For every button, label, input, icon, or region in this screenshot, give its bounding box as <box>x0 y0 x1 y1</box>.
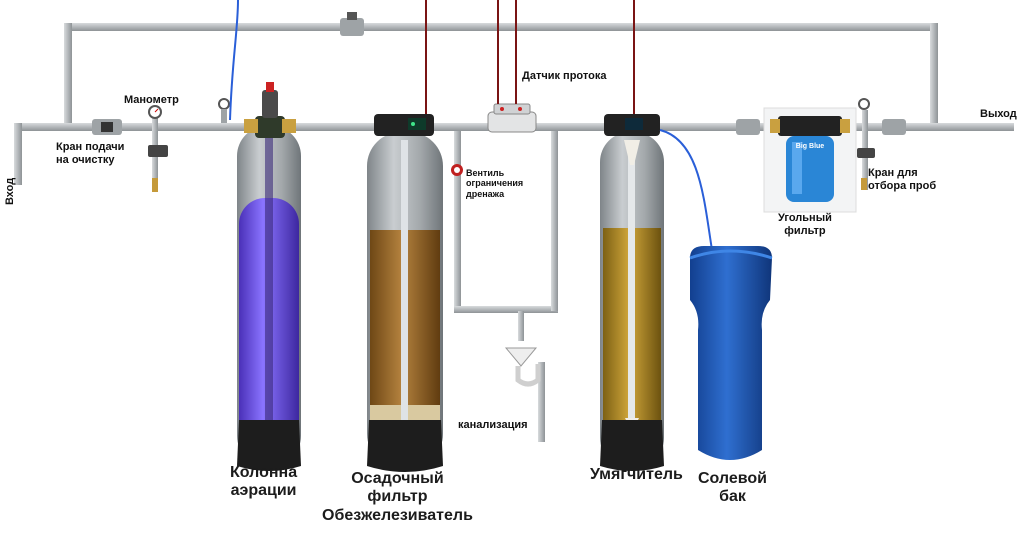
pipeline <box>14 23 1014 442</box>
drain-pipe-bottom <box>454 306 558 313</box>
outlet-label: Выход <box>980 108 1017 120</box>
bypass-pipe-left <box>64 23 72 129</box>
bypass-pipe-top <box>64 23 938 31</box>
drain-drop <box>518 311 524 341</box>
carbon-filter-label: Угольный фильтр <box>778 212 832 237</box>
brine-line <box>659 129 713 251</box>
feed-valve[interactable] <box>92 119 122 135</box>
sewer-pipe <box>538 362 545 442</box>
softener-base <box>600 420 664 471</box>
outlet-valves[interactable] <box>736 98 906 190</box>
aeration-gauge <box>218 98 230 123</box>
flow-sensor <box>487 103 537 133</box>
drain-valve-label: Вентиль ограничения дренажа <box>466 168 524 199</box>
flow-sensor-label: Датчик протока <box>522 70 607 82</box>
brine-tank-label: Солевой бак <box>698 470 768 506</box>
feed-valve-label: Кран подачи на очистку <box>56 141 125 166</box>
aeration-base <box>237 420 301 471</box>
drain-pipe-left <box>454 131 461 311</box>
inlet-label: Вход <box>4 177 16 205</box>
aeration-column-label: Колонна аэрации <box>230 464 298 500</box>
big-blue-logo: Big Blue <box>796 143 824 150</box>
manometer-gauge <box>148 105 168 192</box>
bypass-pipe-right <box>930 23 938 129</box>
sewer-label: канализация <box>458 419 528 431</box>
carbon-filter <box>763 107 857 213</box>
iron-removal-filter <box>367 114 443 472</box>
softener-filter <box>600 114 664 471</box>
manometer-label: Манометр <box>124 94 179 106</box>
brine-tank <box>689 246 773 460</box>
softener-label: Умягчитель <box>590 466 683 483</box>
aeration-column <box>237 82 301 471</box>
iron-filter-label: Осадочный фильтр Обезжелезиватель <box>322 470 473 524</box>
air-line <box>229 0 239 121</box>
sewer-trap <box>504 347 541 387</box>
sample-valve-label: Кран для отбора проб <box>868 167 937 192</box>
inlet-pipe <box>14 123 22 185</box>
iron-filter-base <box>367 420 443 472</box>
bypass-valve[interactable] <box>340 12 364 36</box>
drain-pipe-right <box>551 131 558 311</box>
drain-restriction-valve[interactable] <box>451 164 463 176</box>
